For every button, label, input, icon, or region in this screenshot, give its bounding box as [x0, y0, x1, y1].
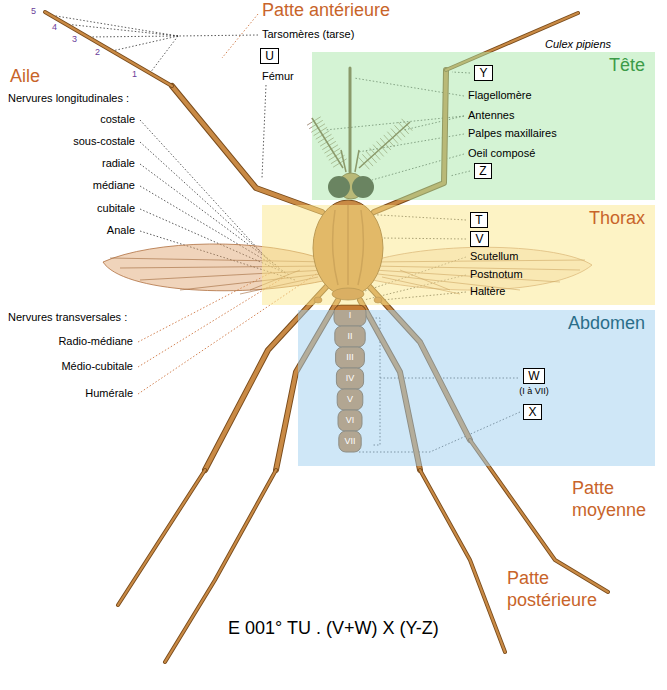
label-anchor: Anale	[107, 224, 135, 237]
label-anchor: Haltère	[470, 285, 505, 298]
part-label: Médio-cubitale	[61, 360, 133, 373]
region-band: ThoraxTV	[262, 205, 655, 305]
part-label: Palpes maxillaires	[468, 127, 557, 140]
label-anchor: Tarsomères (tarse)	[262, 28, 354, 41]
label-anchor: V	[347, 394, 353, 405]
label-anchor: Oeil composé	[468, 147, 535, 160]
label-anchor: Médio-cubitale	[61, 360, 133, 373]
part-label: cubitale	[97, 202, 135, 215]
label-anchor: Postnotum	[470, 268, 523, 281]
segment-number: V	[347, 394, 353, 405]
region-band: TêteYZ	[312, 52, 655, 200]
part-label: Haltère	[470, 285, 505, 298]
label-anchor: Radio-médiane	[58, 335, 133, 348]
label-anchor: Patte antérieure	[262, 0, 390, 22]
callout-number: 2	[95, 47, 100, 58]
box-letter: X	[528, 405, 536, 419]
label-anchor: I	[349, 310, 352, 321]
label-anchor: VI	[346, 415, 355, 426]
part-label: Flagellomère	[468, 89, 532, 102]
callout-number: 3	[72, 34, 77, 45]
label-anchor: Palpes maxillaires	[468, 127, 557, 140]
label-anchor: Patte moyenne	[572, 478, 662, 521]
box-letter: V	[475, 232, 483, 246]
part-label: Culex pipiens	[545, 38, 611, 51]
segment-number: I	[349, 310, 352, 321]
part-label: Scutellum	[470, 250, 518, 263]
label-anchor: Culex pipiens	[545, 38, 611, 51]
label-anchor: sous-costale	[73, 135, 135, 148]
label-anchor: III	[346, 352, 354, 363]
part-label: costale	[100, 113, 135, 126]
caption: E 001° TU . (V+W) X (Y-Z)	[228, 618, 439, 640]
part-label: Nervures longitudinales :	[8, 92, 129, 105]
label-anchor: cubitale	[97, 202, 135, 215]
part-label: Fémur	[262, 70, 294, 83]
segment-number: VI	[346, 415, 355, 426]
label-anchor: médiane	[93, 179, 135, 192]
part-label: Oeil composé	[468, 147, 535, 160]
region-title: Abdomen	[298, 313, 655, 333]
box-note: (I à VII)	[519, 386, 549, 397]
label-anchor: costale	[100, 113, 135, 126]
label-anchor: radiale	[102, 157, 135, 170]
label-anchor: Nervures longitudinales :	[8, 92, 129, 105]
label-anchor: II	[347, 331, 352, 342]
part-label: Radio-médiane	[58, 335, 133, 348]
part-label: Patte antérieure	[262, 0, 390, 22]
callout-number: 5	[31, 6, 36, 17]
label-anchor: Humérale	[85, 387, 133, 400]
segment-number: VII	[344, 436, 355, 447]
label-anchor: 3	[72, 34, 77, 45]
part-label: Patte moyenne	[572, 478, 662, 521]
label-anchor: Scutellum	[470, 250, 518, 263]
letter-box: V	[470, 231, 489, 247]
segment-number: II	[347, 331, 352, 342]
label-anchor: 5	[31, 6, 36, 17]
box-letter: Z	[479, 164, 486, 178]
part-label: Nervures transversales :	[8, 311, 127, 324]
box-letter: U	[265, 49, 274, 63]
part-label: Tarsomères (tarse)	[262, 28, 354, 41]
label-anchor: Antennes	[468, 109, 514, 122]
box-letter: W	[528, 369, 539, 383]
label-anchor: IV	[346, 373, 355, 384]
letter-box: Y	[474, 65, 493, 81]
caption-anchor: E 001° TU . (V+W) X (Y-Z)	[228, 618, 439, 640]
label-anchor: Flagellomère	[468, 89, 532, 102]
label-anchor: Patte postérieure	[507, 568, 622, 611]
callout-number: 1	[132, 69, 137, 80]
part-label: Humérale	[85, 387, 133, 400]
part-label: médiane	[93, 179, 135, 192]
callout-number: 4	[52, 22, 57, 33]
label-anchor: VII	[344, 436, 355, 447]
box-letter: T	[475, 213, 482, 227]
label-anchor: 1	[132, 69, 137, 80]
label-anchor: 4	[52, 22, 57, 33]
letter-box: W(I à VII)	[523, 368, 545, 384]
label-anchor: Fémur	[262, 70, 294, 83]
part-label: Patte postérieure	[507, 568, 622, 611]
box-letter: Y	[479, 66, 487, 80]
label-anchor: Aile	[10, 66, 40, 88]
letter-box: X	[523, 404, 542, 420]
segment-number: IV	[346, 373, 355, 384]
label-anchor: Nervures transversales :	[8, 311, 127, 324]
part-label: sous-costale	[73, 135, 135, 148]
part-label: Aile	[10, 66, 40, 88]
part-label: radiale	[102, 157, 135, 170]
part-label: Postnotum	[470, 268, 523, 281]
region-title: Thorax	[262, 208, 655, 228]
letter-box: Z	[474, 163, 492, 179]
letter-box: T	[470, 212, 488, 228]
part-label: Anale	[107, 224, 135, 237]
leader-lines-orange	[138, 14, 322, 394]
label-anchor: 2	[95, 47, 100, 58]
part-label: Antennes	[468, 109, 514, 122]
segment-number: III	[346, 352, 354, 363]
letter-box: U	[260, 48, 279, 64]
